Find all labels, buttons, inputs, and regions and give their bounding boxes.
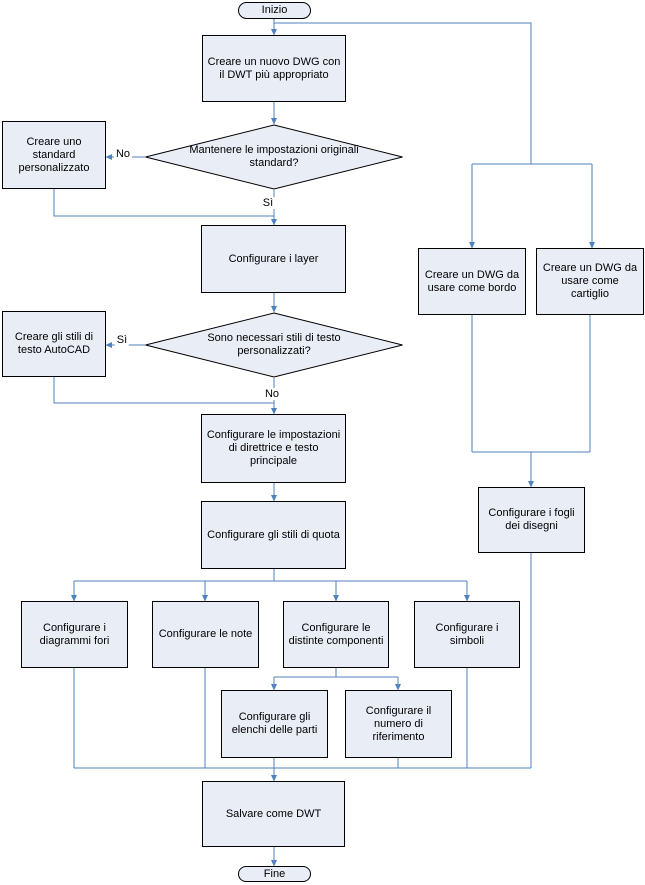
node-configure-dimension-styles: Configurare gli stili di quota — [201, 501, 346, 569]
node-label: Configurare gli stili di quota — [207, 528, 340, 541]
node-label: Fine — [263, 867, 286, 880]
node-label: Salvare come DWT — [225, 807, 322, 820]
node-configure-layers: Configurare i layer — [201, 225, 346, 293]
node-label: Configurare gli elenchi delle parti — [231, 711, 318, 736]
edge-label-no: No — [262, 388, 282, 400]
node-label: Configurare i diagrammi fori — [39, 621, 110, 647]
node-label: Creare un DWG da usare come bordo — [424, 268, 520, 294]
edge-label-yes: Sì — [114, 334, 130, 346]
node-label: Mantenere le impostazioni originali stan… — [189, 144, 359, 169]
node-create-autocad-text-styles: Creare gli stili di testo AutoCAD — [2, 311, 106, 377]
node-label: Configurare i simboli — [435, 621, 499, 647]
node-label: Sono necessari stili di testo personaliz… — [207, 332, 341, 357]
node-configure-leader-text-settings: Configurare le impostazioni di direttric… — [201, 414, 346, 483]
node-label: Creare uno standard personalizzato — [18, 135, 90, 174]
node-label: Configurare le distinte componenti — [288, 621, 384, 647]
node-end-terminator: Fine — [238, 866, 311, 882]
node-label: Creare un nuovo DWG con il DWT più appro… — [207, 55, 341, 81]
node-create-new-dwg: Creare un nuovo DWG con il DWT più appro… — [202, 35, 346, 102]
node-decision-need-text-styles: Sono necessari stili di testo personaliz… — [144, 312, 404, 378]
node-label: Inizio — [261, 4, 288, 16]
connector-group — [53, 19, 595, 867]
node-configure-notes: Configurare le note — [152, 601, 259, 668]
node-label: Configurare i fogli dei disegni — [488, 507, 575, 532]
node-save-as-dwt: Salvare come DWT — [202, 781, 345, 847]
node-create-dwg-titleblock: Creare un DWG da usare come cartiglio — [536, 248, 644, 315]
node-configure-hole-charts: Configurare i diagrammi fori — [21, 601, 128, 668]
node-label: Configurare le note — [158, 628, 253, 640]
node-label: Creare gli stili di testo AutoCAD — [14, 331, 94, 356]
node-label: Configurare i layer — [228, 252, 319, 265]
edge-label-no: No — [113, 148, 133, 160]
node-label: Creare un DWG da usare come cartiglio — [542, 262, 638, 300]
node-configure-parts-lists: Configurare gli elenchi delle parti — [221, 690, 328, 758]
node-configure-bom: Configurare le distinte componenti — [283, 601, 389, 668]
node-label: Configurare le impostazioni di direttric… — [206, 429, 341, 467]
node-decision-keep-standard: Mantenere le impostazioni originali stan… — [144, 124, 404, 190]
node-configure-symbols: Configurare i simboli — [414, 601, 520, 668]
node-configure-drawing-sheets: Configurare i fogli dei disegni — [478, 487, 585, 553]
node-configure-balloons: Configurare il numero di riferimento — [345, 690, 452, 758]
node-label: Configurare il numero di riferimento — [365, 704, 432, 743]
diamond-shape — [145, 124, 403, 190]
node-create-custom-standard: Creare uno standard personalizzato — [2, 121, 106, 189]
node-start-terminator: Inizio — [238, 2, 311, 19]
edge-label-yes: Sì — [260, 197, 276, 209]
diamond-shape — [145, 312, 403, 378]
node-create-dwg-border: Creare un DWG da usare come bordo — [418, 248, 526, 315]
